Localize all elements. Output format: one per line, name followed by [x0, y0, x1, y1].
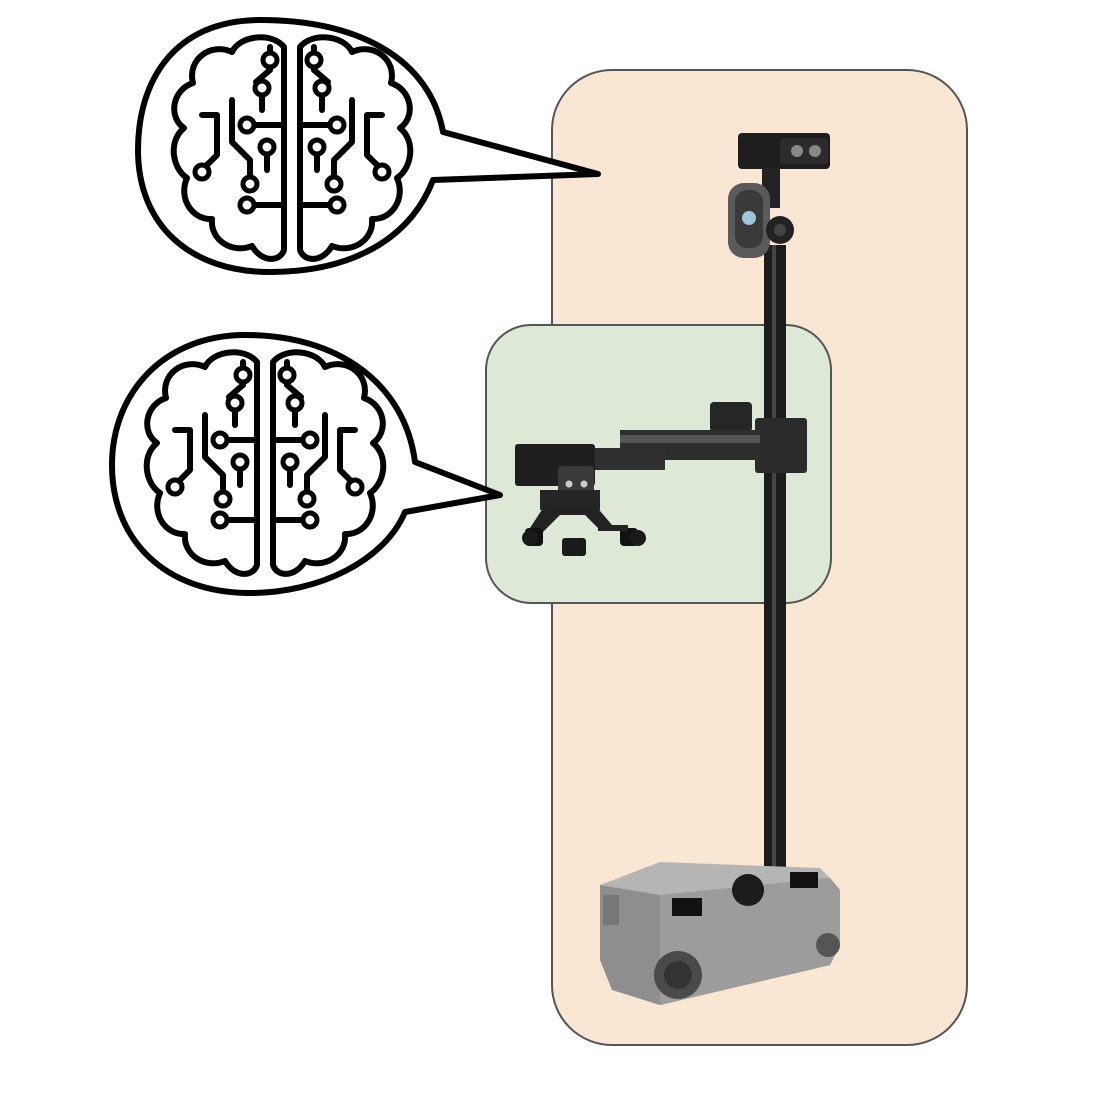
- robot-gripper: [522, 505, 646, 556]
- robot-head: [728, 133, 830, 258]
- arm-lift-carriage: [755, 418, 807, 473]
- robot: [515, 133, 840, 1005]
- lower-speech-bubble: [109, 332, 503, 596]
- upper-speech-bubble: [135, 17, 601, 275]
- robot-mobile-base: [600, 862, 840, 1005]
